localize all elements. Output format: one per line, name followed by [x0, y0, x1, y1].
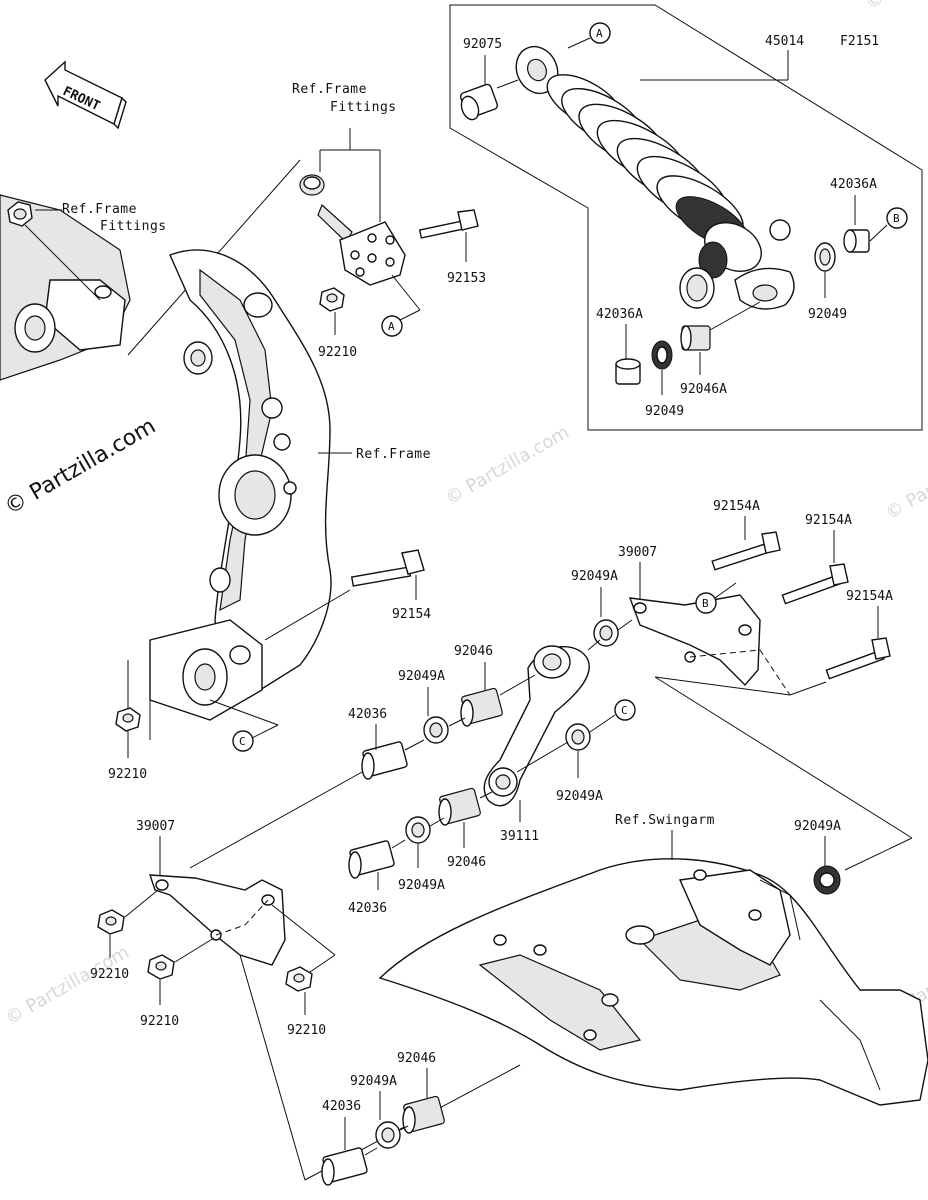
part-label-92049A-2: 92049A: [398, 669, 445, 684]
front-arrow-icon: FRONT: [44, 60, 127, 130]
bracket-39007-right: [628, 594, 761, 687]
part-label-92046-3: 92046: [397, 1051, 436, 1066]
part-label-92049A-5: 92049A: [794, 819, 841, 834]
ref-frame-fittings-1-line1: Ref.Frame: [292, 82, 367, 97]
callout-b-label: B: [893, 212, 900, 225]
bolt-92154A-3: [825, 637, 891, 680]
part-label-45014: 45014: [765, 34, 804, 49]
part-label-92049-left: 92049: [645, 404, 684, 419]
nut-92210-top: [319, 287, 345, 312]
nut-92210-c: [285, 966, 313, 992]
swingarm: [378, 858, 928, 1106]
part-label-92154A-1: 92154A: [713, 499, 760, 514]
part-label-92210-b: 92210: [140, 1014, 179, 1029]
part-label-42036-3: 42036: [322, 1099, 361, 1114]
seal-92049A-6: [375, 1121, 401, 1149]
callout-b-2: [695, 592, 717, 614]
shock-absorber: [515, 45, 795, 310]
part-label-92075: 92075: [463, 37, 502, 52]
part-label-92210-c: 92210: [287, 1023, 326, 1038]
collar-42036A-left: [615, 358, 641, 385]
callout-c: [232, 730, 254, 752]
part-label-92046A: 92046A: [680, 382, 727, 397]
collar-42036-2: [348, 840, 395, 879]
bolt-92154: [350, 549, 425, 587]
bearing-92046-1: [460, 687, 503, 727]
part-label-39007-right: 39007: [618, 545, 657, 560]
nut-92210-mid: [115, 707, 141, 732]
callout-c-2-label: C: [621, 704, 628, 717]
watermark-faint: © Partzilla.com: [442, 422, 573, 510]
part-label-92210-a: 92210: [90, 967, 129, 982]
callout-a-2: [381, 315, 403, 337]
part-label-92049A-6: 92049A: [350, 1074, 397, 1089]
nut-92210-a: [97, 909, 125, 935]
seal-92049A-4: [405, 816, 431, 844]
bolt-92154A-2: [781, 563, 849, 605]
watermark-faint: © Partzilla.com: [862, 0, 928, 14]
frame-fittings-left: [0, 194, 131, 381]
collar-42036-3: [321, 1147, 368, 1186]
seal-92049A-2: [423, 716, 449, 744]
frame-fitting-collar: [299, 174, 325, 196]
watermark-faint: © Partzilla.com: [2, 942, 133, 1030]
callout-a-2-label: A: [388, 320, 395, 333]
part-label-39111: 39111: [500, 829, 539, 844]
frame-fitting-bracket: [317, 203, 406, 286]
shock-inset-box: [449, 4, 923, 431]
nut-92210-b: [147, 954, 175, 980]
ref-swingarm: Ref.Swingarm: [615, 813, 715, 828]
callout-b-2-label: B: [702, 597, 709, 610]
part-label-92153: 92153: [447, 271, 486, 286]
callout-a: [589, 22, 611, 44]
bolt-92154A-1: [711, 531, 781, 571]
callout-b: [886, 207, 908, 229]
rocker-link-39111: [483, 645, 590, 807]
collar-42036-1: [361, 741, 408, 780]
bearing-92046-2: [438, 787, 481, 826]
part-label-42036A-top: 42036A: [830, 177, 877, 192]
callout-a-label: A: [596, 27, 603, 40]
part-label-42036-2: 42036: [348, 901, 387, 916]
part-label-92049A-4: 92049A: [398, 878, 445, 893]
watermark-main: © Partzilla.com: [1, 414, 161, 521]
part-label-92154: 92154: [392, 607, 431, 622]
bolt-92153: [418, 209, 479, 239]
part-label-92049-right: 92049: [808, 307, 847, 322]
bearing-92046A: [680, 325, 711, 351]
seal-92049A-3: [565, 723, 591, 751]
part-label-92049A-3: 92049A: [556, 789, 603, 804]
callout-c-2: [614, 699, 636, 721]
ref-frame-fittings-2-line2: Fittings: [100, 219, 167, 234]
part-label-92154A-2: 92154A: [805, 513, 852, 528]
bearing-92046-3: [402, 1095, 445, 1134]
part-label-39007-left: 39007: [136, 819, 175, 834]
main-frame: [127, 249, 332, 740]
diagram-code: F2151: [840, 34, 879, 49]
ref-frame-fittings-2-line1: Ref.Frame: [62, 202, 137, 217]
part-label-42036-1: 42036: [348, 707, 387, 722]
ref-frame-fittings-1-line2: Fittings: [330, 100, 397, 115]
collar-92075: [459, 83, 499, 121]
part-label-92046-1: 92046: [454, 644, 493, 659]
part-label-92049A-1: 92049A: [571, 569, 618, 584]
part-label-92154A-3: 92154A: [846, 589, 893, 604]
part-label-42036A-left: 42036A: [596, 307, 643, 322]
ref-frame: Ref.Frame: [356, 447, 431, 462]
seal-92049A-5: [813, 865, 841, 895]
collar-42036A-top: [843, 229, 870, 253]
part-label-92210-mid: 92210: [108, 767, 147, 782]
part-label-92046-2: 92046: [447, 855, 486, 870]
bracket-39007-left: [149, 874, 286, 966]
seal-92049A-1: [593, 619, 619, 647]
seal-92049-right: [814, 242, 836, 272]
callout-c-label: C: [239, 735, 246, 748]
watermark-faint: © Partzilla.com: [882, 437, 928, 525]
seal-92049-left: [651, 340, 673, 370]
part-label-92210-top: 92210: [318, 345, 357, 360]
